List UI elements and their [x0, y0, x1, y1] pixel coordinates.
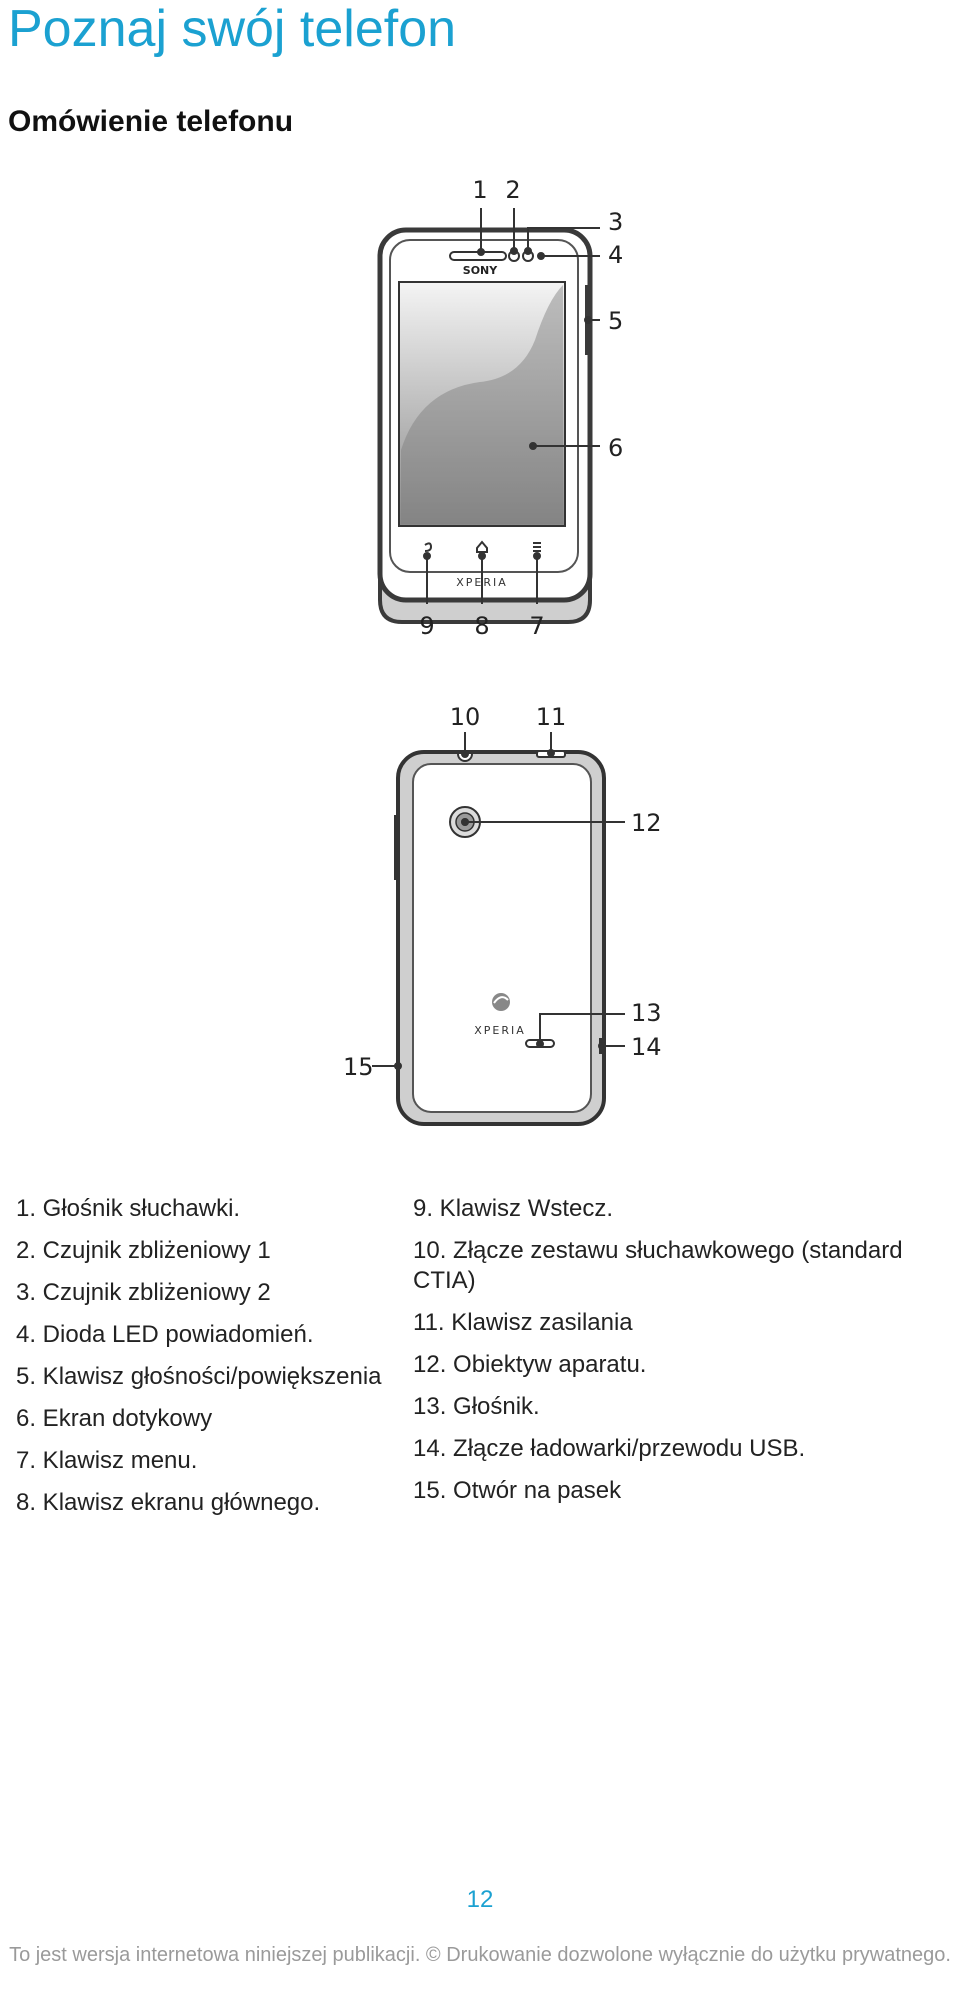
legend-item: 11. Klawisz zasilania	[413, 1309, 633, 1336]
front-brand-text: SONY	[463, 264, 498, 277]
legend-item: 1. Głośnik słuchawki.	[16, 1195, 241, 1222]
callout-10: 10	[450, 703, 481, 731]
page-title: Poznaj swój telefon	[8, 0, 457, 58]
legend-item: 10. Złącze zestawu słuchawkowego (standa…	[413, 1237, 903, 1294]
section-title: Omówienie telefonu	[8, 105, 294, 138]
phone-diagram: SONY XPERIA	[343, 176, 662, 1126]
screen-wallpaper-shape	[401, 285, 563, 524]
phone-back: XPERIA 10 11 12 13 14 15	[343, 703, 662, 1126]
legend-item: 14. Złącze ładowarki/przewodu USB.	[413, 1435, 806, 1462]
callout-15: 15	[343, 1053, 374, 1081]
legend-item: 2. Czujnik zbliżeniowy 1	[16, 1237, 271, 1264]
legend-item: 9. Klawisz Wstecz.	[413, 1195, 614, 1222]
legend-item: 6. Ekran dotykowy	[16, 1405, 213, 1432]
page-number: 12	[466, 1886, 494, 1913]
legend-item: 5. Klawisz głośności/powiększenia	[16, 1363, 382, 1390]
callout-3: 3	[608, 208, 623, 236]
callout-13: 13	[631, 999, 662, 1027]
side-key	[394, 815, 399, 880]
back-key-icon	[424, 542, 433, 552]
legend-item: 7. Klawisz menu.	[16, 1447, 198, 1474]
callout-4: 4	[608, 241, 623, 269]
legend-item: 3. Czujnik zbliżeniowy 2	[16, 1279, 271, 1306]
touchscreen	[398, 281, 566, 527]
legend-item: 4. Dioda LED powiadomień.	[16, 1321, 314, 1348]
callout-2: 2	[505, 176, 520, 204]
callout-line-3	[527, 227, 600, 251]
callout-line-13	[539, 1013, 625, 1044]
callout-9: 9	[419, 612, 434, 640]
callout-1: 1	[472, 176, 487, 204]
callout-8: 8	[474, 612, 489, 640]
callout-12: 12	[631, 809, 662, 837]
legend-item: 8. Klawisz ekranu głównego.	[16, 1489, 321, 1516]
callout-6: 6	[608, 434, 623, 462]
legend-right: 9. Klawisz Wstecz. 10. Złącze zestawu sł…	[413, 1194, 953, 1518]
callout-11: 11	[536, 703, 567, 731]
callout-5: 5	[608, 307, 623, 335]
legend-left: 1. Głośnik słuchawki. 2. Czujnik zbliżen…	[16, 1194, 406, 1530]
home-key-icon	[476, 540, 488, 553]
back-cover	[412, 763, 592, 1113]
legend-item: 13. Głośnik.	[413, 1393, 540, 1420]
phone-front: SONY XPERIA	[377, 176, 623, 640]
legend-item: 15. Otwór na pasek	[413, 1477, 622, 1504]
menu-key-icon	[533, 542, 541, 552]
legend-item: 12. Obiektyw aparatu.	[413, 1351, 647, 1378]
callout-7: 7	[529, 612, 544, 640]
footer-note: To jest wersja internetowa niniejszej pu…	[9, 1944, 951, 1966]
callout-14: 14	[631, 1033, 662, 1061]
back-model-text: XPERIA	[474, 1024, 526, 1037]
